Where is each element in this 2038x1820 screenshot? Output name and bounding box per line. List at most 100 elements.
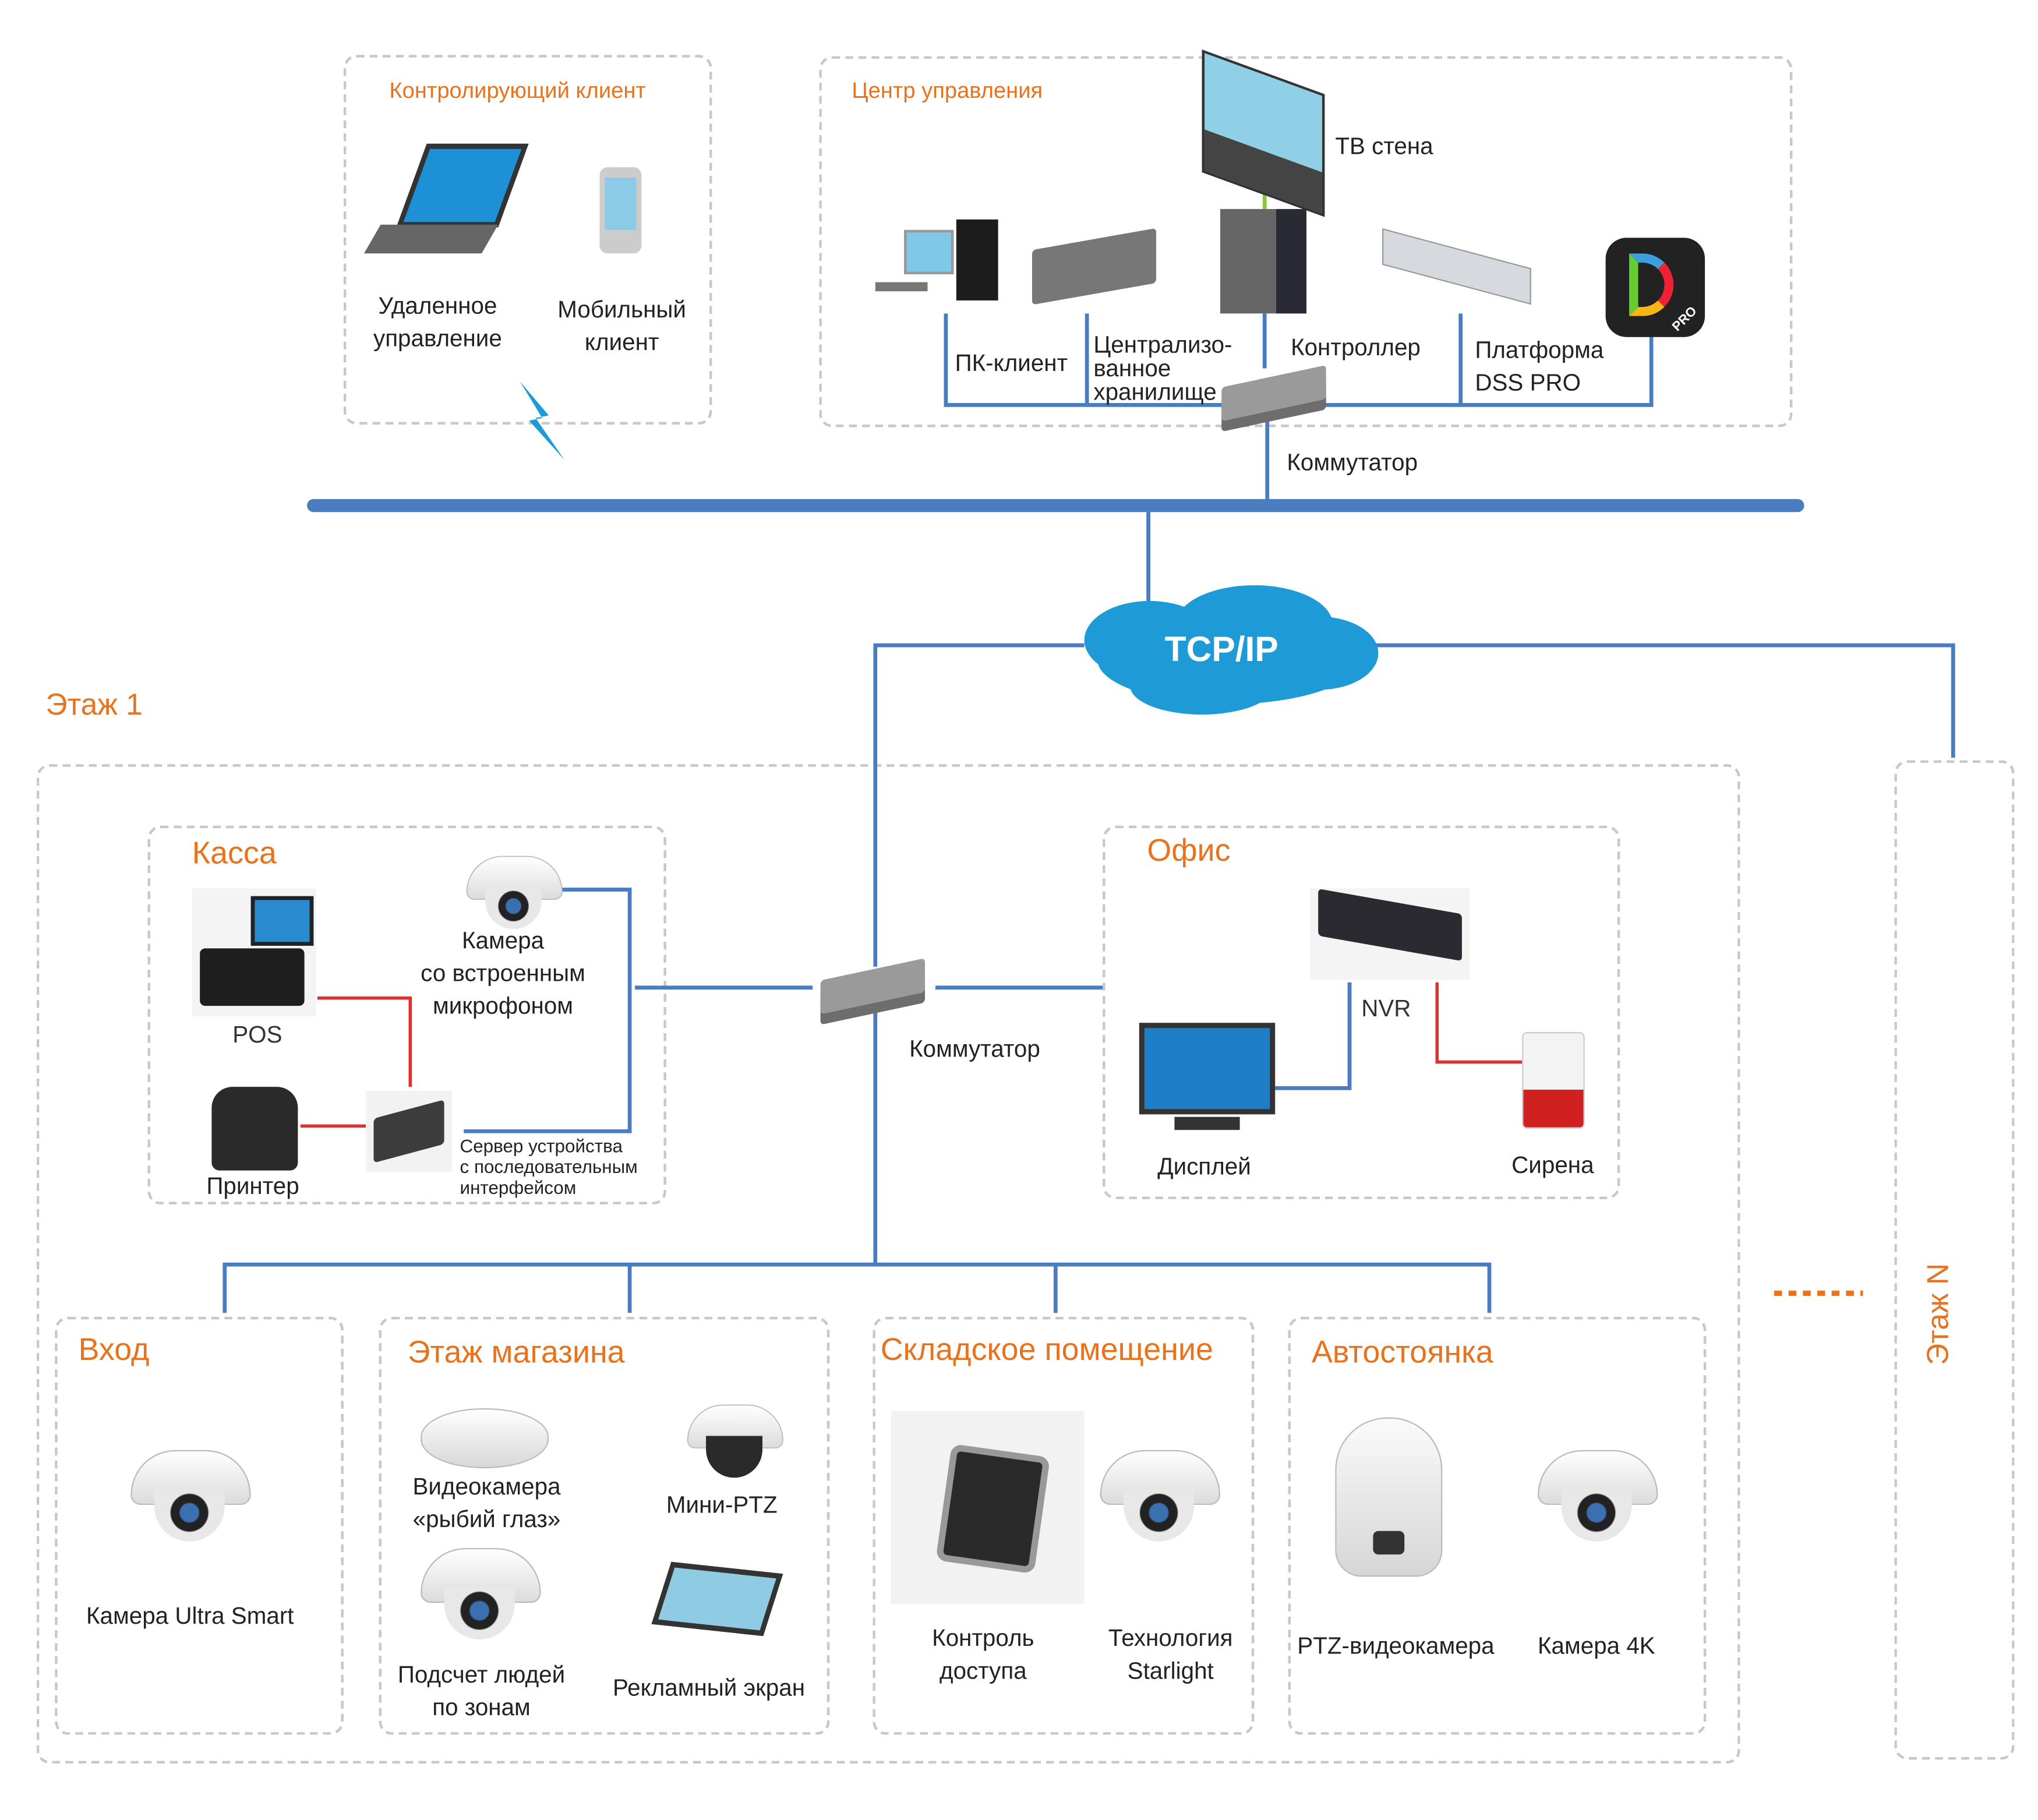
label-line: Удаленное [378,292,497,319]
dss-pro-app-icon: PRO [1605,238,1705,337]
control-center-group [819,56,1793,427]
label-line: Контроль [932,1625,1034,1652]
kassa-title: Касса [192,836,277,872]
laptop-icon [364,143,529,261]
label-line: Starlight [1127,1658,1214,1684]
wire-nvr-siren [1435,982,1523,1064]
control-client-title: Контролирующий клиент [389,78,646,104]
pc-icon [875,219,1006,303]
entrance-title: Вход [78,1332,150,1368]
office-title: Офис [1147,833,1231,869]
4k-camera-icon [1538,1450,1658,1544]
nvr-icon [1310,888,1470,980]
wireless-icon [520,381,564,460]
label-line: DSS PRO [1475,370,1581,397]
display-icon [1139,1023,1276,1135]
pos-terminal-icon [192,888,316,1017]
center-switch-label: Коммутатор [1287,449,1418,476]
shop-floor-group [379,1316,830,1735]
mobile-phone-icon [599,167,642,254]
cloud-label: TCP/IP [1164,630,1278,669]
fisheye-camera-icon [421,1408,549,1469]
parking-group [1288,1316,1707,1735]
people-counting-label: Подсчет людей по зонам [387,1659,576,1725]
floor-switch-icon [820,958,926,1022]
label-line: Камера [462,927,545,954]
label-line: «рыбий глаз» [412,1506,561,1533]
people-counting-camera-icon [421,1547,541,1642]
wire-cloud-to-floorN [1372,643,1955,758]
access-control-icon [891,1411,1085,1605]
parking-title: Автостоянка [1311,1335,1493,1370]
pc-client-label: ПК-клиент [955,350,1068,376]
mini-ptz-label: Мини-PTZ [666,1492,778,1518]
label-line: Подсчет людей [397,1662,566,1688]
mobile-client-label: Мобильный клиент [543,294,700,360]
ad-screen-label: Рекламный экран [612,1674,806,1701]
ad-screen-icon [651,1561,783,1637]
warehouse-group [873,1316,1255,1735]
label-line: хранилище [1093,379,1217,405]
mic-camera-icon [466,856,563,931]
control-center-title: Центр управления [852,78,1043,104]
kassa-group [147,825,666,1205]
label-line: по зонам [432,1694,531,1721]
wire-cloud-to-floor1 [873,643,1085,967]
controller-label: Контроллер [1291,334,1421,361]
floor-1-group [36,764,1740,1764]
floor-n-group [1894,760,2015,1760]
wire-pc-client [944,313,1228,407]
ptz-camera-label: PTZ-видеокамера [1297,1632,1495,1659]
wire-platform [1306,313,1654,407]
label-line: клиент [584,329,659,356]
remote-management-label: Удаленное управление [359,290,516,356]
ptz-camera-icon [1335,1417,1443,1577]
display-label: Дисплей [1157,1153,1251,1180]
label-line: ванное [1093,355,1171,381]
4k-camera-label: Камера 4K [1538,1632,1655,1659]
siren-icon [1522,1031,1585,1129]
tv-wall-label: ТВ стена [1335,133,1433,160]
mini-ptz-icon [687,1404,783,1480]
cloud-icon [1084,585,1379,715]
ultra-smart-camera-icon [130,1450,251,1544]
warehouse-title: Складское помещение [880,1332,1213,1368]
pos-label: POS [232,1022,282,1048]
label-line: доступа [939,1658,1027,1684]
access-control-label: Контроль доступа [914,1623,1052,1688]
fisheye-camera-label: Видеокамера «рыбий глаз» [392,1471,581,1537]
serial-server-icon [366,1090,453,1172]
floor-switch-label: Коммутатор [909,1036,1040,1062]
shop-floor-title: Этаж магазина [407,1335,625,1370]
ultra-smart-camera-label: Камера Ultra Smart [86,1603,294,1630]
wire-floor-distribution [222,1262,1492,1313]
nvr-label: NVR [1361,995,1411,1022]
label-line: Видеокамера [412,1473,561,1500]
entrance-group [55,1316,344,1735]
printer-label: Принтер [206,1173,299,1200]
pro-badge: PRO [1670,304,1701,335]
label-line: управление [373,325,502,352]
wire-kassa [464,888,813,1133]
center-switch-icon [1221,365,1326,429]
label-line: Мобильный [557,296,686,323]
label-line: со встроенным [421,960,585,987]
label-line: Технология [1108,1625,1233,1652]
wire-office [935,982,1352,1090]
controller-icon [1220,208,1306,314]
starlight-camera-icon [1100,1450,1220,1544]
wire-pos-serial [317,996,412,1087]
label-line: Сервер устройства [460,1135,623,1157]
siren-label: Сирена [1511,1152,1594,1179]
label-line: интерфейсом [460,1177,577,1199]
floor-n-title: Этаж N [1920,1263,1955,1365]
office-group [1103,825,1620,1200]
label-line: Централизо- [1093,331,1232,358]
